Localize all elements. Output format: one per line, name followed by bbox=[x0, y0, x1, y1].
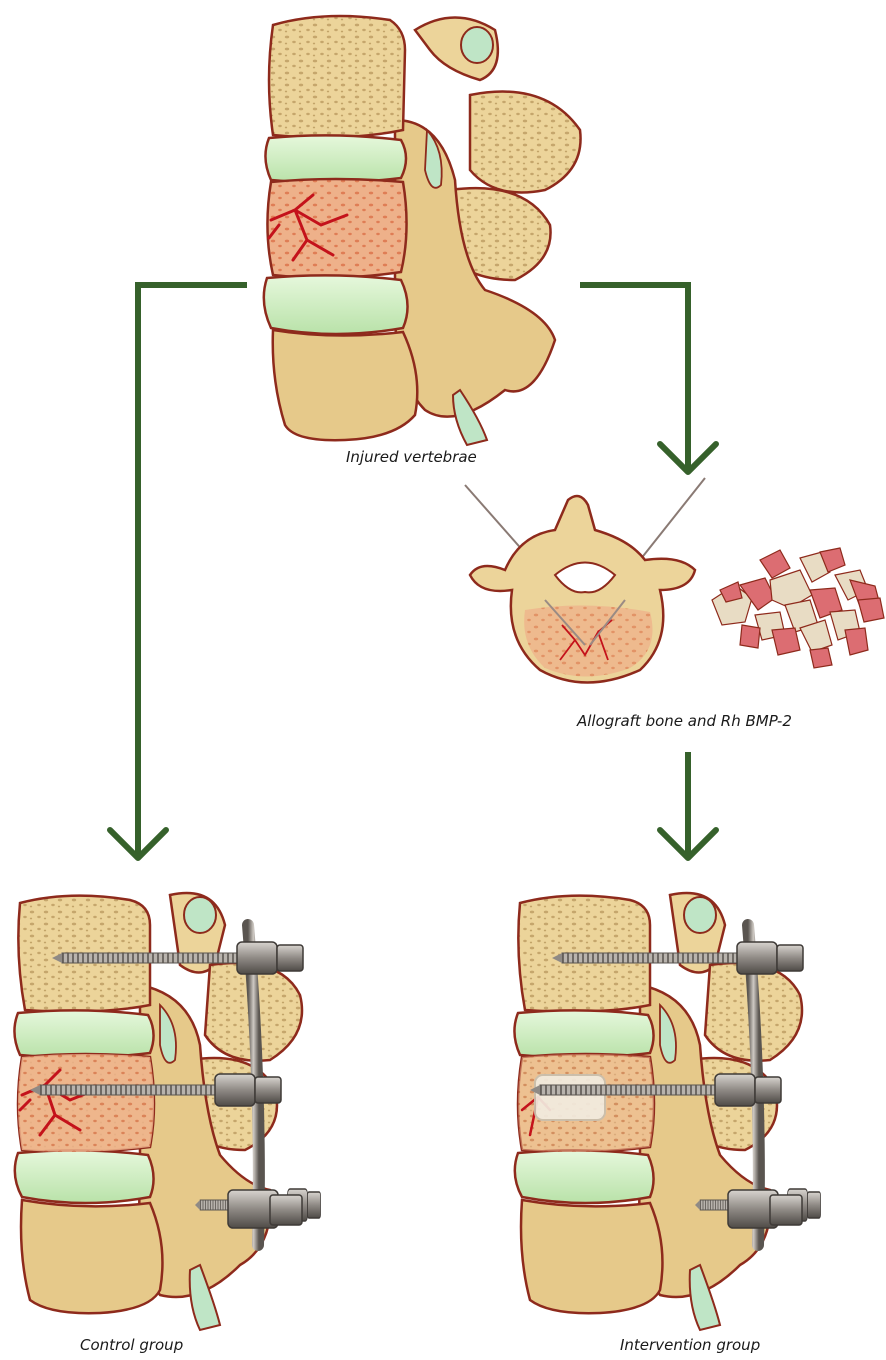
intervention-group-label: Intervention group bbox=[620, 1336, 760, 1354]
allograft-chips-illustration bbox=[712, 548, 884, 668]
arrow-to-control bbox=[110, 285, 244, 858]
injured-vertebrae-illustration bbox=[264, 16, 581, 445]
control-group-label: Control group bbox=[80, 1336, 183, 1354]
injured-vertebrae-label: Injured vertebrae bbox=[346, 448, 477, 466]
intervention-spine-illustration bbox=[514, 893, 820, 1330]
arrow-to-graft bbox=[583, 285, 716, 472]
control-spine-illustration bbox=[14, 893, 320, 1330]
graft-implant bbox=[535, 1075, 605, 1120]
axial-vertebra-illustration bbox=[465, 478, 705, 683]
arrow-to-intervention bbox=[660, 755, 716, 858]
allograft-label: Allograft bone and Rh BMP-2 bbox=[577, 712, 792, 730]
